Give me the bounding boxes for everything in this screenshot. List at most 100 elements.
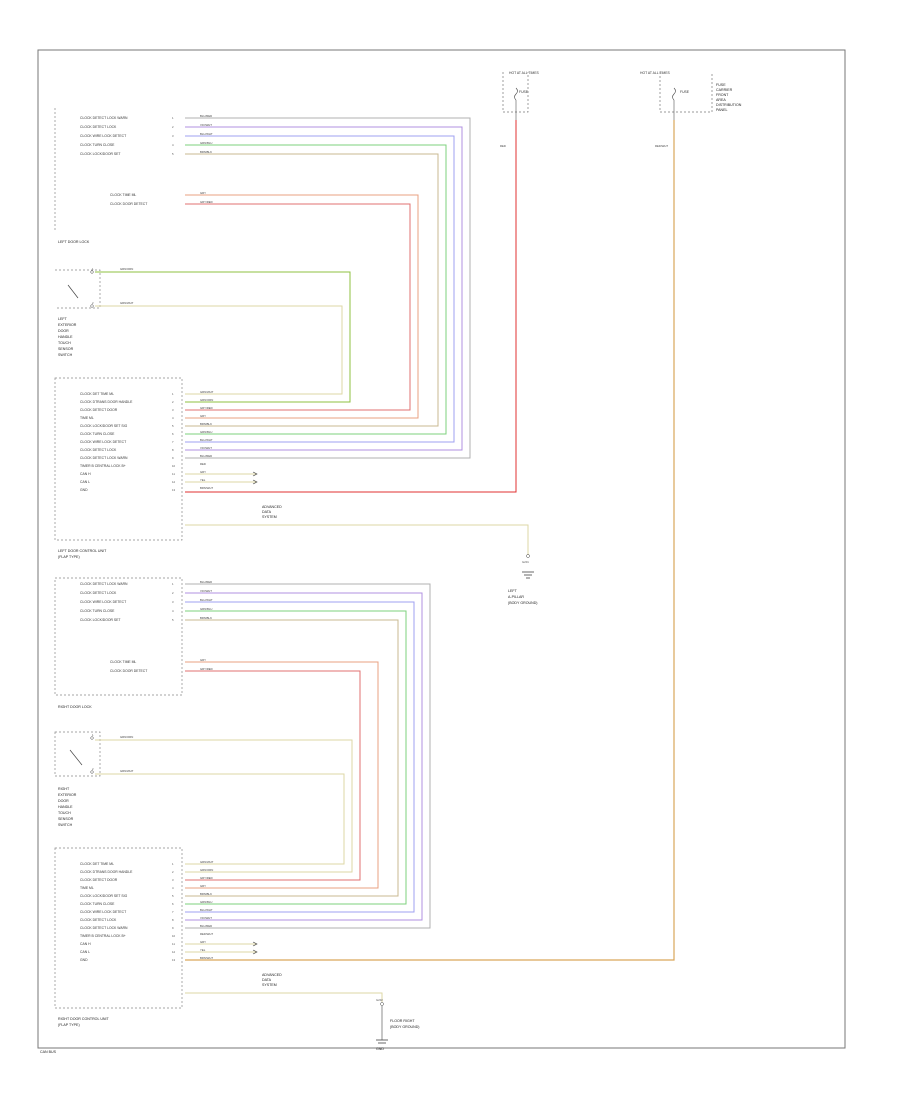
right-control-unit-pin-label: CLOCK DTRANS DOOR HANDLE xyxy=(80,870,133,874)
right-control-unit-pin-number: 2 xyxy=(172,870,174,874)
right-control-unit-wire-label: BLU/RED xyxy=(200,924,212,928)
fuse-left: HOT AT ALL TIMES FUSE RED xyxy=(500,71,540,148)
fuse-carrier-label-0: FUSE xyxy=(716,83,726,87)
left-control-unit-pin-label: CLOCK DETECT LOCK xyxy=(80,448,117,452)
ground-right-bottom: GND xyxy=(376,1047,384,1051)
right-control-unit-wire-label: GRY/RED xyxy=(200,876,213,880)
right-control-unit-wire-label: GRN/ORN xyxy=(200,868,213,872)
right-control-unit-pin-number: 12 xyxy=(172,950,176,954)
ground-left: G201 LEFT A-PILLAR (BODY GROUND) xyxy=(508,554,537,605)
wire-left-switch-grnorn xyxy=(95,271,351,403)
left-control-unit-pin-label: CLOCK DET TIME ML xyxy=(80,392,114,396)
left-control-unit-pin-label: CLOCK LOCK/DOOR SET SIG xyxy=(80,424,128,428)
right-control-unit-pin-label: TIMER B CENTRAL LOCK B+ xyxy=(80,934,126,938)
right-door-lock-wire-label: GRY/RED xyxy=(200,667,213,671)
svg-text:SYSTEM: SYSTEM xyxy=(262,983,277,987)
right-door-lock-pin-label: CLOCK DETECT LOCK xyxy=(80,591,117,595)
left-control-unit-wire-label: GRY xyxy=(200,470,206,474)
svg-text:(BODY GROUND): (BODY GROUND) xyxy=(508,601,537,605)
right-control-unit-wire-label: RED/WHT xyxy=(200,932,213,936)
left-door-lock-pin-number: 3 xyxy=(172,134,174,138)
left-door-lock-wire-label: GRY/RED xyxy=(200,200,213,204)
can-arrow-icon xyxy=(252,941,258,947)
right-touch-sensor-switch: 1 2 xyxy=(54,731,101,777)
left-control-unit-pin-number: 6 xyxy=(172,432,174,436)
wire-left-lock-to-unit xyxy=(185,153,439,427)
svg-text:HANDLE: HANDLE xyxy=(58,805,73,809)
left-control-unit-pin-number: 13 xyxy=(172,488,176,492)
right-door-lock-wire-label: GRN/BLU xyxy=(200,607,212,611)
fuse-carrier-label-3: AREA xyxy=(716,98,726,102)
right-control-unit-wire-label: VIO/WHT xyxy=(200,916,212,920)
svg-text:ADVANCED: ADVANCED xyxy=(262,973,282,977)
left-control-unit-wire-label: BRN/BLK xyxy=(200,422,212,426)
right-door-lock-pin-number: 5 xyxy=(172,618,174,622)
left-control-unit-pin-label: TIME ML xyxy=(80,416,94,420)
left-door-lock-pin-label: CLOCK LOCK/DOOR SET xyxy=(80,152,121,156)
svg-text:DATA: DATA xyxy=(262,510,272,514)
left-control-unit-pin-label: CAN H xyxy=(80,472,91,476)
left-control-unit-wire-label: BRN/WHT xyxy=(200,486,213,490)
right-control-unit-subtitle: (FLAP TYPE) xyxy=(58,1023,80,1027)
svg-text:LEFT: LEFT xyxy=(508,589,518,593)
right-control-unit-pin-number: 7 xyxy=(172,910,174,914)
ground-left-id: G201 xyxy=(522,560,529,564)
right-control-unit-pin-number: 5 xyxy=(172,894,174,898)
left-control-unit-pin-label: CLOCK TURN CLOSE xyxy=(80,432,115,436)
right-control-unit-pin-label: CLOCK DETECT LOCK xyxy=(80,918,117,922)
left-door-lock-pin-label: CLOCK DETECT LOCK xyxy=(80,125,117,129)
fuse-left-title: HOT AT ALL TIMES xyxy=(509,71,540,75)
left-control-unit-wire-label: VIO/WHT xyxy=(200,446,212,450)
left-control-unit-pin-number: 3 xyxy=(172,408,174,412)
left-switch-wire-1: GRN/WHT xyxy=(120,301,134,305)
can-arrow-icon xyxy=(252,949,258,955)
left-door-lock-wire-label: GRY xyxy=(200,191,206,195)
can-arrow-icon xyxy=(252,479,258,485)
right-door-lock-pin-label: CLOCK TIME ML xyxy=(110,660,136,664)
right-door-lock-pin-label: CLOCK DOOR DETECT xyxy=(110,669,147,673)
svg-text:SYSTEM: SYSTEM xyxy=(262,515,277,519)
left-control-unit-pin-number: 2 xyxy=(172,400,174,404)
footer-label: CAN BUS xyxy=(40,1050,57,1054)
left-door-lock-wire-label: BLU/RED xyxy=(200,114,212,118)
left-control-unit-wire-label: BLU/RED xyxy=(200,454,212,458)
diagram-frame xyxy=(37,49,846,1049)
left-control-unit-pin-label: CLOCK WIRE LOCK DETECT xyxy=(80,440,126,444)
left-touch-sensor-switch: 1 2 xyxy=(55,267,101,309)
svg-text:EXTERIOR: EXTERIOR xyxy=(58,793,77,797)
left-door-lock-pin-label: CLOCK TURN CLOSE xyxy=(80,143,115,147)
svg-text:ADVANCED: ADVANCED xyxy=(262,505,282,509)
left-door-lock-wire-label: GRN/BLU xyxy=(200,141,212,145)
right-door-lock-pin-label: CLOCK DETECT LOCK WARN xyxy=(80,582,128,586)
right-door-lock-pin-number: 1 xyxy=(172,582,174,586)
svg-text:1: 1 xyxy=(92,733,94,737)
right-control-unit-pin-label: GND xyxy=(80,958,88,962)
wire-right-lock-to-unit xyxy=(185,661,379,889)
left-door-lock-pin-number: 4 xyxy=(172,143,174,147)
svg-text:1: 1 xyxy=(92,267,94,271)
can-arrow-icon xyxy=(252,471,258,477)
ground-right: G202 FLOOR RIGHT (BODY GROUND) GND xyxy=(376,998,419,1051)
ground-right-id: G202 xyxy=(376,998,383,1002)
right-control-unit-pin-label: CLOCK DET TIME ML xyxy=(80,862,114,866)
right-control-unit-pin-label: CLOCK DETECT DOOR xyxy=(80,878,118,882)
fuse-carrier-label-5: PANEL xyxy=(716,108,728,112)
svg-text:DATA: DATA xyxy=(262,978,272,982)
svg-text:RIGHT: RIGHT xyxy=(58,787,70,791)
right-control-unit-pin-number: 13 xyxy=(172,958,176,962)
wire-right-switch-grnorn xyxy=(95,739,353,873)
right-can-note: ADVANCED DATA SYSTEM xyxy=(262,973,282,987)
wire-right-lock-to-unit xyxy=(185,670,361,881)
svg-text:DOOR: DOOR xyxy=(58,329,69,333)
svg-text:(BODY GROUND): (BODY GROUND) xyxy=(390,1025,419,1029)
right-control-unit-wire-label: BLU/WHT xyxy=(200,908,213,912)
left-switch-wire-0: GRN/ORN xyxy=(120,267,133,271)
svg-text:TOUCH: TOUCH xyxy=(58,341,71,345)
right-control-unit-pin-number: 8 xyxy=(172,918,174,922)
right-door-lock-pin-label: CLOCK LOCK/DOOR SET xyxy=(80,618,121,622)
svg-text:SWITCH: SWITCH xyxy=(58,353,73,357)
right-control-unit-pin-number: 10 xyxy=(172,934,176,938)
